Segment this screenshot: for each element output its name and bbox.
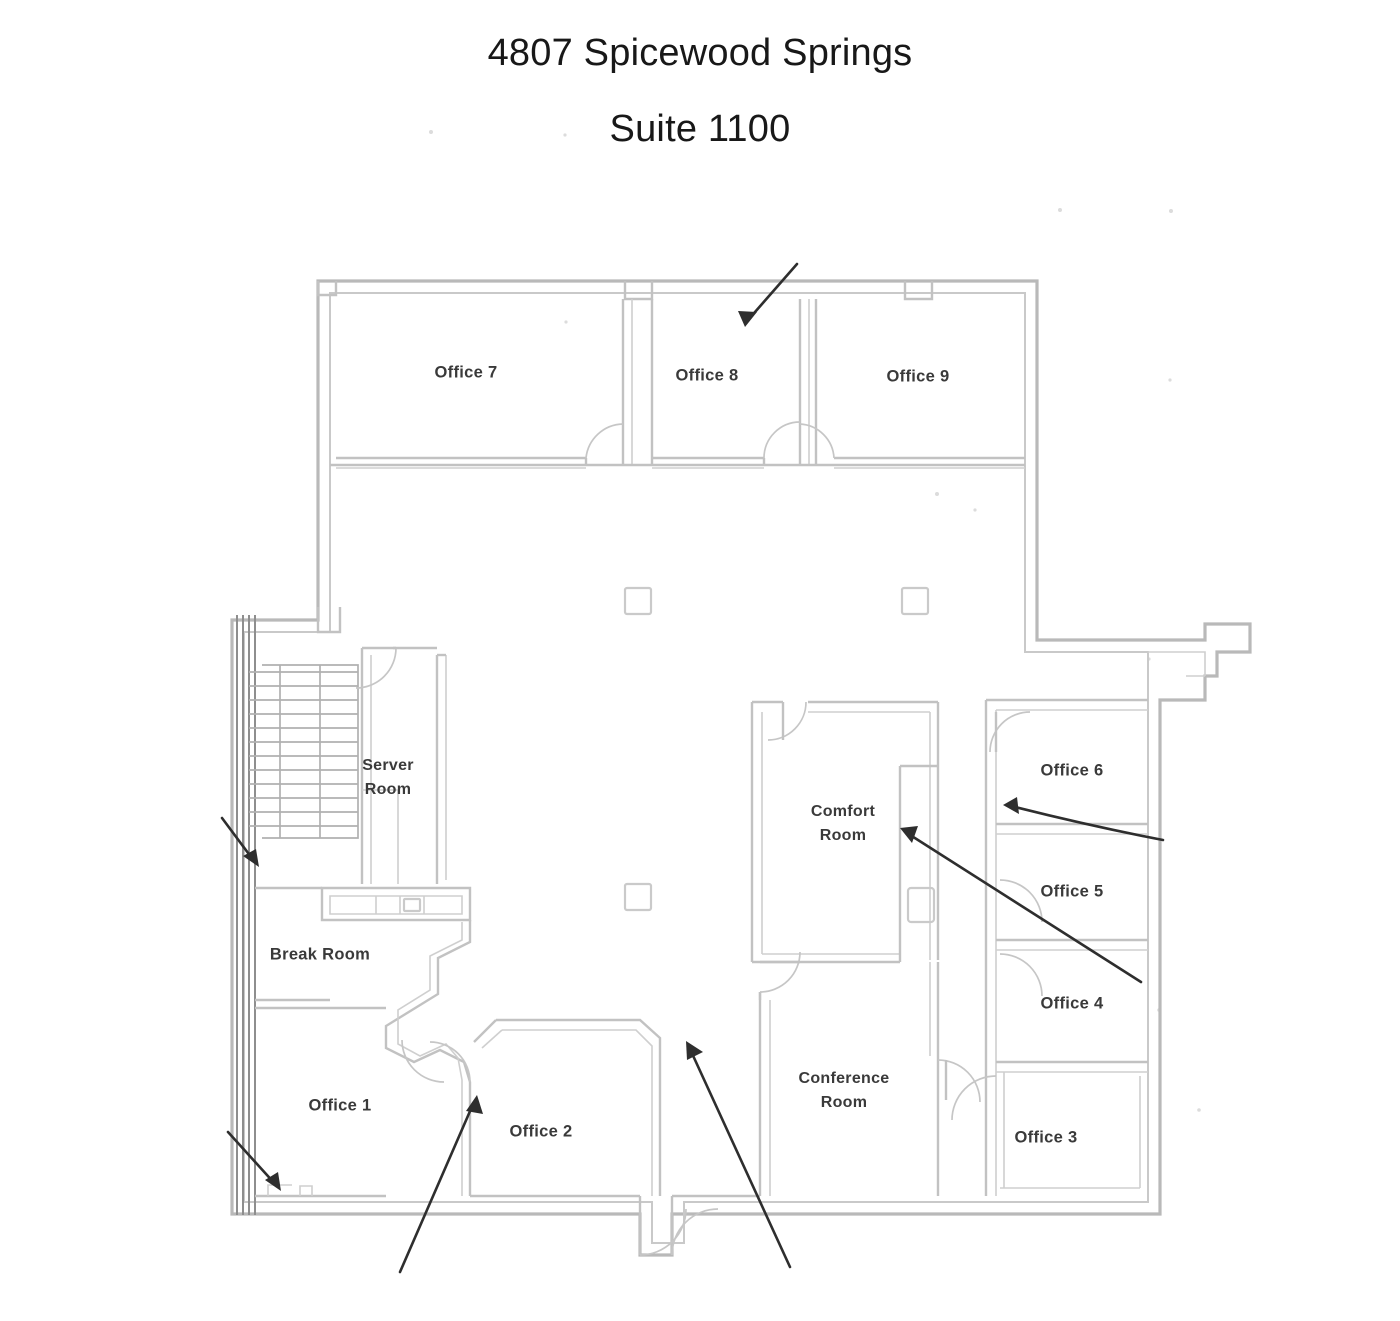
arrow-comfort	[900, 826, 1143, 984]
stairway	[236, 615, 359, 1215]
room-server	[355, 646, 447, 884]
label-conference-room-line1: Conference	[798, 1070, 889, 1087]
label-office-8: Office 8	[676, 366, 739, 384]
room-labels: Office 7 Office 8 Office 9 Server Room B…	[270, 363, 1104, 1146]
office-wing-right	[951, 698, 1148, 1196]
label-office-6: Office 6	[1041, 761, 1104, 779]
title-block: 4807 Spicewood Springs Suite 1100	[0, 34, 1400, 148]
label-office-5: Office 5	[1041, 882, 1104, 900]
structural-columns	[623, 586, 930, 912]
label-server-room-line2: Room	[365, 781, 412, 798]
annotation-arrows	[220, 262, 1165, 1274]
room-conference	[758, 951, 981, 1196]
label-office-3: Office 3	[1015, 1128, 1078, 1146]
plan-title-address: 4807 Spicewood Springs	[487, 32, 913, 74]
shell-bumpout-right	[1148, 651, 1206, 677]
label-break-room: Break Room	[270, 945, 370, 963]
label-office-9: Office 9	[887, 367, 950, 385]
arrow-office-6	[1003, 797, 1165, 842]
room-office-8	[650, 299, 810, 469]
label-server-room-line1: Server	[362, 757, 414, 774]
arrow-stairs-upper	[220, 816, 259, 867]
label-comfort-room-line2: Room	[820, 827, 867, 844]
room-office-7	[336, 299, 633, 469]
plan-title-suite: Suite 1100	[609, 108, 791, 150]
room-office-9	[799, 299, 1025, 469]
arrow-stairs-lower	[226, 1130, 281, 1191]
entry-vestibule	[638, 1194, 760, 1256]
arrow-office-8	[738, 262, 799, 327]
scan-artifacts	[429, 130, 1201, 1112]
label-office-2: Office 2	[510, 1122, 573, 1140]
central-corridor	[384, 920, 472, 1196]
arrow-conference	[686, 1041, 792, 1269]
label-comfort-room-line1: Comfort	[811, 803, 876, 820]
label-office-1: Office 1	[309, 1096, 372, 1114]
label-office-7: Office 7	[435, 363, 498, 381]
label-conference-room-line2: Room	[821, 1094, 868, 1111]
wall-pilasters	[316, 281, 934, 634]
label-office-4: Office 4	[1041, 994, 1104, 1012]
arrow-office-1	[398, 1095, 483, 1274]
break-room-counter	[320, 886, 472, 922]
room-office-2	[470, 1018, 662, 1198]
room-office-1	[255, 1006, 386, 1198]
